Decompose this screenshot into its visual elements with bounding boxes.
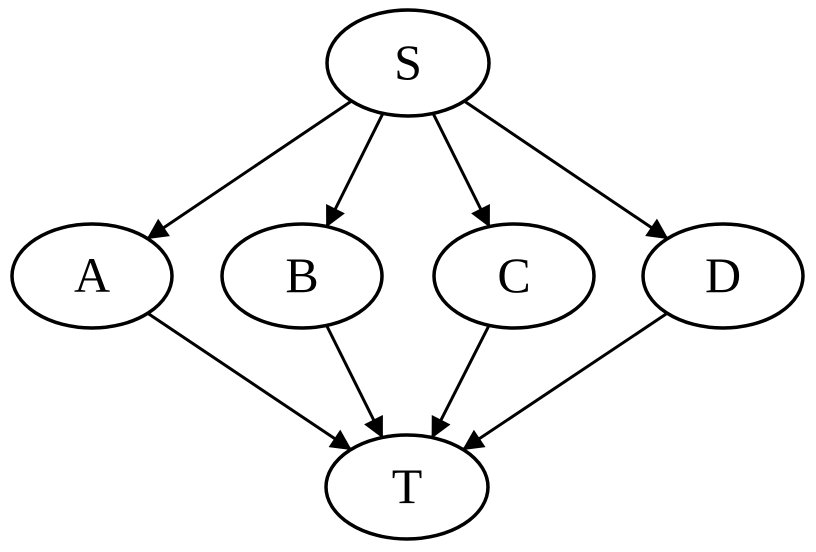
- node-ellipse-C: [432, 222, 596, 330]
- edge-S-A: [146, 99, 353, 240]
- edge-D-T: [462, 312, 669, 451]
- node-D: D: [641, 222, 805, 330]
- node-label-C: C: [497, 247, 530, 303]
- node-C: C: [432, 222, 596, 330]
- node-ellipse-S: [325, 8, 491, 118]
- edges-layer: [146, 99, 669, 451]
- node-A: A: [10, 222, 174, 330]
- edge-S-D: [463, 99, 669, 240]
- edge-A-T: [146, 312, 352, 451]
- node-ellipse-B: [220, 222, 384, 330]
- node-B: B: [220, 222, 384, 330]
- node-S: S: [325, 8, 491, 118]
- edge-S-B: [325, 112, 385, 228]
- node-T: T: [324, 433, 490, 541]
- node-ellipse-D: [641, 222, 805, 330]
- node-label-A: A: [74, 247, 110, 303]
- node-label-S: S: [394, 34, 422, 90]
- node-label-D: D: [705, 247, 741, 303]
- edge-B-T: [325, 324, 384, 439]
- node-label-B: B: [285, 247, 318, 303]
- node-ellipse-A: [10, 222, 174, 330]
- edge-S-C: [431, 112, 491, 228]
- edge-C-T: [430, 324, 491, 439]
- node-label-T: T: [392, 458, 423, 514]
- nodes-layer: S A B C D T: [10, 8, 805, 541]
- node-ellipse-T: [324, 433, 490, 541]
